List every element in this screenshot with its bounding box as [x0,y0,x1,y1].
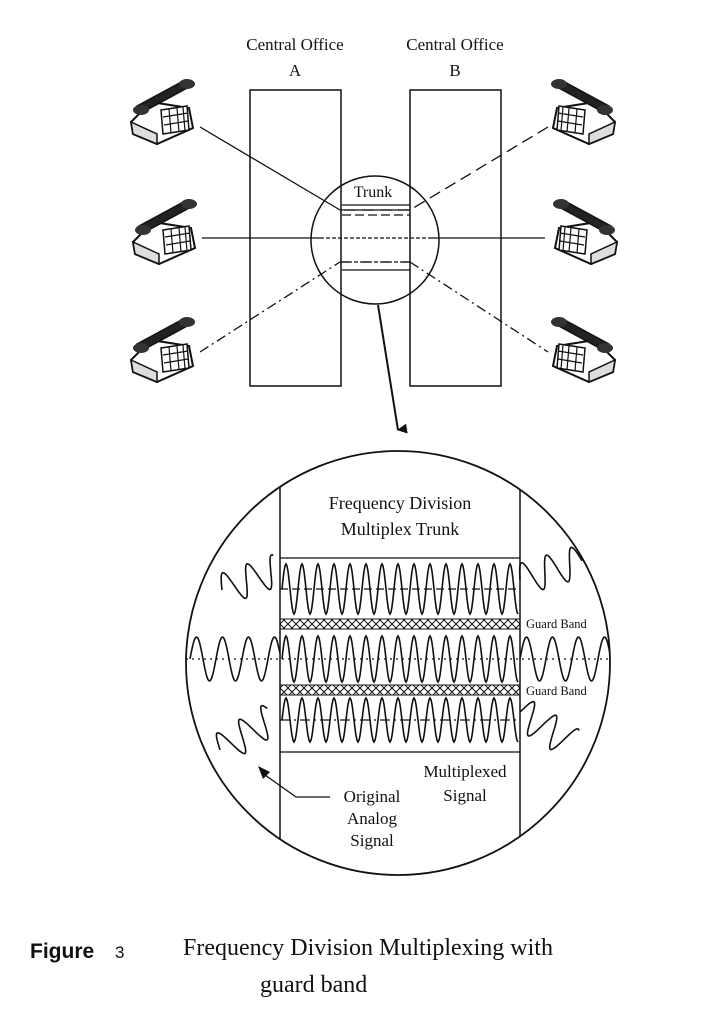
trunk-magnifier-circle [310,175,440,305]
multiplexed-label-2: Signal [443,786,487,805]
telephone-icon [552,198,618,265]
signal-waves [189,546,610,755]
guard-band-label-1: Guard Band [526,617,587,631]
central-office-b-letter: B [449,61,460,80]
figure-number: 3 [115,943,124,962]
original-wave-left-bottom [215,704,269,755]
guard-band-2 [279,684,521,696]
original-signal-pointer-head [258,766,270,779]
left-connections [199,126,428,353]
original-signal-label-3: Signal [350,831,394,850]
right-connections [340,126,549,353]
multiplexed-label-1: Multiplexed [423,762,507,781]
multiplexed-wave-middle [281,634,519,684]
caption-title-1: Frequency Division Multiplexing with [183,935,553,961]
central-office-a-letter: A [289,61,302,80]
original-signal-label-1: Original [344,787,401,806]
multiplexed-wave-top [281,562,519,616]
trunk-label: Trunk [354,184,393,201]
multiplexed-wave-bottom [281,696,519,744]
original-wave-right-top [518,546,583,591]
original-wave-left-middle [189,636,281,682]
figure-word: Figure [30,940,94,963]
telephone-icon [132,198,198,265]
caption-title-2: guard band [260,972,367,998]
detail-circle [185,450,611,876]
guard-band-1 [279,618,521,630]
telephone-icon [550,78,616,145]
original-wave-left-top [220,553,274,600]
guard-band-label-2: Guard Band [526,684,587,698]
original-wave-right-middle [519,636,610,682]
central-office-a-label: Central Office [246,35,343,54]
central-office-b-label: Central Office [406,35,503,54]
telephone-icon [130,78,196,145]
original-signal-pointer [264,774,330,798]
telephone-icon [130,316,196,383]
original-wave-right-bottom [519,700,580,751]
fdm-trunk-title-2: Multiplex Trunk [341,519,460,539]
original-signal-label-2: Analog [347,809,398,828]
fdm-trunk-title-1: Frequency Division [329,493,471,513]
telephone-icon [550,316,616,383]
magnify-arrow [377,304,408,434]
